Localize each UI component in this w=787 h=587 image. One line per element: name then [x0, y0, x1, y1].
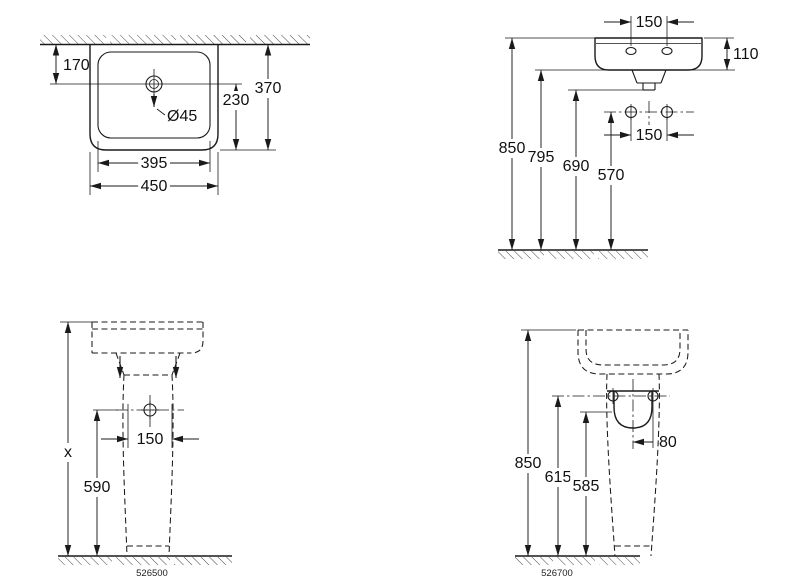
pedestal-dashed-outline: [122, 374, 174, 557]
fixing-holes: [552, 379, 670, 449]
dim-label-570: 570: [598, 167, 625, 184]
drain-indicator: Ø45: [150, 94, 197, 125]
model-number-526700: 526700: [541, 568, 573, 579]
dim-label-850: 850: [515, 455, 542, 472]
floor-hatching: [498, 249, 648, 259]
dim-label-850: 850: [499, 140, 526, 157]
pedestal-dashed-outline: [606, 373, 660, 557]
drain-siphon-outline: [631, 69, 667, 91]
drain-diameter-label: Ø45: [167, 108, 197, 125]
plan-view: Ø45 170 230 370 395 450: [40, 35, 310, 196]
basin-outline: [89, 44, 219, 151]
fixing-holes: [604, 101, 694, 125]
dim-label-795: 795: [528, 149, 555, 166]
dimension-80: 80: [633, 404, 677, 451]
dim-label-395: 395: [141, 155, 168, 172]
dimension-590: 590: [81, 409, 118, 556]
dim-label-590: 590: [84, 479, 111, 496]
basin-dashed-outline: [91, 321, 204, 376]
basin-front-outline: [594, 37, 703, 71]
dim-label-450: 450: [141, 178, 168, 195]
front-view-wall-mounted: 150 110 150: [496, 14, 759, 259]
side-view-with-pedestal: 150 x 590 526500: [58, 321, 232, 579]
dimension-x: x: [60, 321, 94, 556]
dim-label-170: 170: [63, 57, 90, 74]
dimension-450: 450: [89, 152, 219, 196]
dim-label-150-tapholes: 150: [636, 14, 663, 31]
dim-label-690: 690: [563, 158, 590, 175]
dimension-230: 230: [220, 84, 276, 151]
dimension-150-tapholes: 150: [604, 14, 694, 46]
dim-label-370: 370: [255, 80, 282, 97]
model-number-526500: 526500: [136, 568, 168, 579]
dim-label-615: 615: [545, 469, 572, 486]
dim-label-230: 230: [223, 92, 250, 109]
mounting-direction-arrows: [116, 356, 180, 378]
dim-label-80: 80: [659, 434, 677, 451]
dimension-150: 150: [101, 404, 199, 448]
floor-hatching: [515, 555, 640, 565]
height-dimensions: 850 795 690 570: [496, 37, 643, 250]
dimension-395: 395: [97, 141, 211, 173]
height-dimensions: 850 615 585: [512, 329, 612, 556]
basin-dashed-outline: [577, 329, 689, 375]
dim-label-150-fixing-holes: 150: [636, 127, 663, 144]
fixing-holes: [116, 395, 184, 427]
dimension-370: 370: [252, 44, 284, 150]
wall-hatching: [40, 35, 310, 46]
floor-hatching: [58, 555, 232, 565]
dim-label-150: 150: [137, 431, 164, 448]
dim-label-x: x: [64, 444, 72, 461]
dimension-170: 170: [52, 44, 90, 84]
dim-label-585: 585: [573, 478, 600, 495]
front-view-with-pedestal: 80 850 615 585 526700: [512, 329, 689, 579]
dim-label-110: 110: [733, 46, 759, 63]
dimension-110: 110: [535, 37, 759, 71]
